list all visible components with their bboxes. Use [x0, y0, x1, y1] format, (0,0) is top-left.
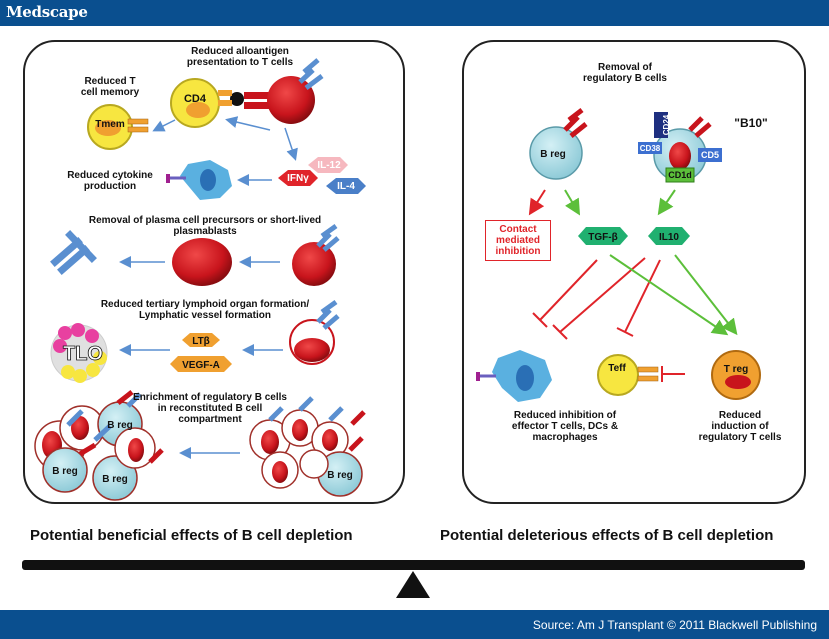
contact-inhibition-box: Contact mediated inhibition — [485, 220, 551, 261]
cytokines — [278, 157, 366, 194]
source-citation: Source: Am J Transplant © 2011 Blackwell… — [532, 618, 817, 632]
tlo-cluster: TLO — [50, 323, 108, 383]
header-bar: Medscape — [0, 0, 829, 26]
treg-cell: T reg — [711, 350, 761, 400]
svg-text:TGF-β: TGF-β — [588, 232, 617, 243]
alloantigen-label: Reduced alloantigen presentation to T ce… — [186, 46, 294, 68]
seesaw-beam — [22, 560, 805, 570]
b-cell-plasma — [292, 223, 340, 286]
b10-cell: CD24 CD38 CD5 CD1d — [638, 112, 722, 183]
breg-cell-right: B reg — [529, 108, 588, 180]
breg-cluster-right: B reg — [249, 396, 366, 497]
memory-label: Reduced T cell memory — [80, 76, 140, 98]
b-cell-top — [267, 58, 324, 124]
plasma-cell — [172, 238, 232, 286]
synapse-dot — [230, 92, 244, 106]
deleterious-caption: Potential deleterious effects of B cell … — [440, 527, 774, 544]
svg-text:CD1d: CD1d — [668, 170, 692, 180]
ltb-badge: LTβ — [182, 333, 220, 347]
medscape-logo: Medscape — [6, 3, 88, 21]
svg-text:CD38: CD38 — [640, 144, 661, 153]
svg-text:T reg: T reg — [724, 364, 748, 375]
dendritic-cell — [166, 160, 232, 200]
breg-cluster-left: B reg B reg B reg — [34, 390, 164, 501]
svg-text:IL10: IL10 — [659, 232, 679, 243]
removal-label: Removal of regulatory B cells — [583, 62, 667, 84]
plasma-label: Removal of plasma cell precursors or sho… — [88, 215, 322, 237]
ifng-label: IFNγ — [287, 173, 309, 184]
tlo-text: TLO — [63, 343, 103, 365]
svg-text:B reg: B reg — [107, 420, 133, 431]
il12-label: IL-12 — [317, 160, 341, 171]
svg-text:B reg: B reg — [327, 470, 353, 481]
svg-text:B reg: B reg — [52, 466, 78, 477]
antibody-left — [50, 230, 97, 275]
svg-text:B reg: B reg — [540, 149, 566, 160]
effector-dc-cell — [476, 350, 552, 402]
vegfa-badge: VEGF-A — [170, 356, 232, 372]
il10-badge: IL10 — [648, 227, 690, 245]
footer-bar: Source: Am J Transplant © 2011 Blackwell… — [0, 610, 829, 639]
svg-text:Teff: Teff — [608, 363, 626, 374]
deleterious-effects-panel — [462, 40, 806, 504]
tlo-section-label: Reduced tertiary lymphoid organ formatio… — [100, 299, 310, 321]
b10-label: "B10" — [734, 116, 768, 130]
tmem-cell — [87, 104, 149, 150]
svg-text:LTβ: LTβ — [192, 336, 210, 347]
beneficial-caption: Potential beneficial effects of B cell d… — [30, 527, 353, 544]
inhibition-label: Reduced inhibition of effector T cells, … — [511, 410, 619, 443]
cd4-label: CD4 — [183, 93, 206, 105]
il4-label: IL-4 — [337, 181, 355, 192]
svg-text:B reg: B reg — [102, 474, 128, 485]
induction-label: Reduced induction of regulatory T cells — [698, 410, 782, 443]
teff-cell: Teff — [597, 354, 659, 396]
b-cell-tlo — [289, 299, 340, 365]
enrichment-label: Enrichment of regulatory B cells in reco… — [133, 392, 287, 425]
cytokine-label: Reduced cytokine production — [67, 170, 153, 192]
svg-text:VEGF-A: VEGF-A — [182, 360, 220, 371]
svg-text:CD5: CD5 — [701, 150, 719, 160]
tmem-label: Tmem — [95, 119, 125, 130]
seesaw-fulcrum — [396, 571, 430, 598]
tgfb-badge: TGF-β — [578, 227, 628, 245]
mhc-receptor — [218, 90, 272, 109]
svg-text:CD24: CD24 — [662, 114, 671, 135]
